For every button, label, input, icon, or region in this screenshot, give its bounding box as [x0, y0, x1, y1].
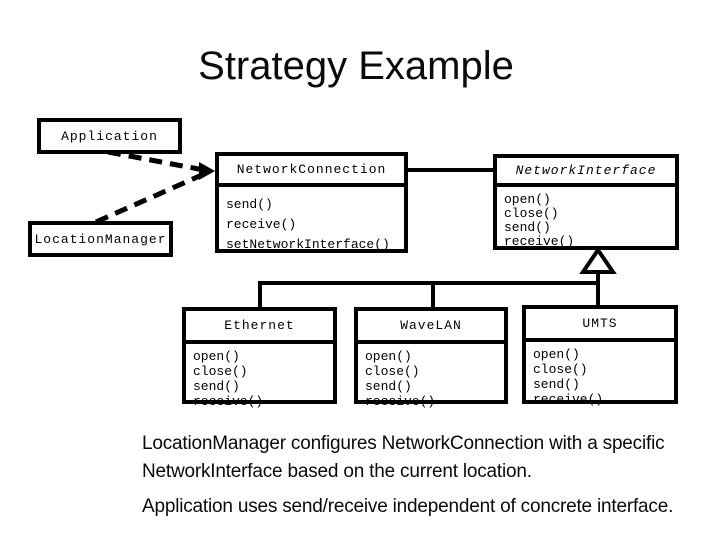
class-box-locationmanager: LocationManager — [28, 221, 173, 257]
class-methods: open() close() send() receive() — [504, 192, 575, 249]
class-title: NetworkInterface — [497, 158, 675, 187]
caption-location-manager: LocationManager configures NetworkConnec… — [142, 433, 665, 482]
class-box-umts: UMTS open() close() send() receive() — [522, 305, 678, 407]
caption-application: Application uses send/receive independen… — [142, 496, 674, 517]
class-box-networkinterface: NetworkInterface open() close() send() r… — [493, 154, 679, 250]
class-methods: open() close() send() receive() — [193, 349, 264, 409]
class-box-wavelan: WaveLAN open() close() send() receive() — [354, 307, 508, 409]
dependency-arrow-application — [107, 149, 205, 173]
class-box-networkconnection: NetworkConnection send() receive() setNe… — [215, 152, 408, 253]
class-box-ethernet: Ethernet open() close() send() receive() — [182, 307, 337, 409]
class-methods: send() receive() setNetworkInterface() — [226, 197, 390, 252]
class-title: Application — [61, 128, 158, 144]
slide-title: Strategy Example — [198, 44, 514, 88]
class-methods: open() close() send() receive() — [533, 347, 604, 407]
dependency-arrow-locationmanager — [94, 171, 206, 225]
dependency-arrowhead-icon — [199, 162, 215, 180]
class-box-application: Application — [37, 118, 182, 154]
class-methods: open() close() send() receive() — [365, 349, 436, 409]
class-title: NetworkConnection — [219, 156, 404, 187]
inheritance-triangle-icon — [579, 246, 617, 274]
class-title: UMTS — [526, 309, 674, 342]
class-title: WaveLAN — [358, 311, 504, 344]
class-title: LocationManager — [34, 231, 167, 247]
class-title: Ethernet — [186, 311, 333, 344]
